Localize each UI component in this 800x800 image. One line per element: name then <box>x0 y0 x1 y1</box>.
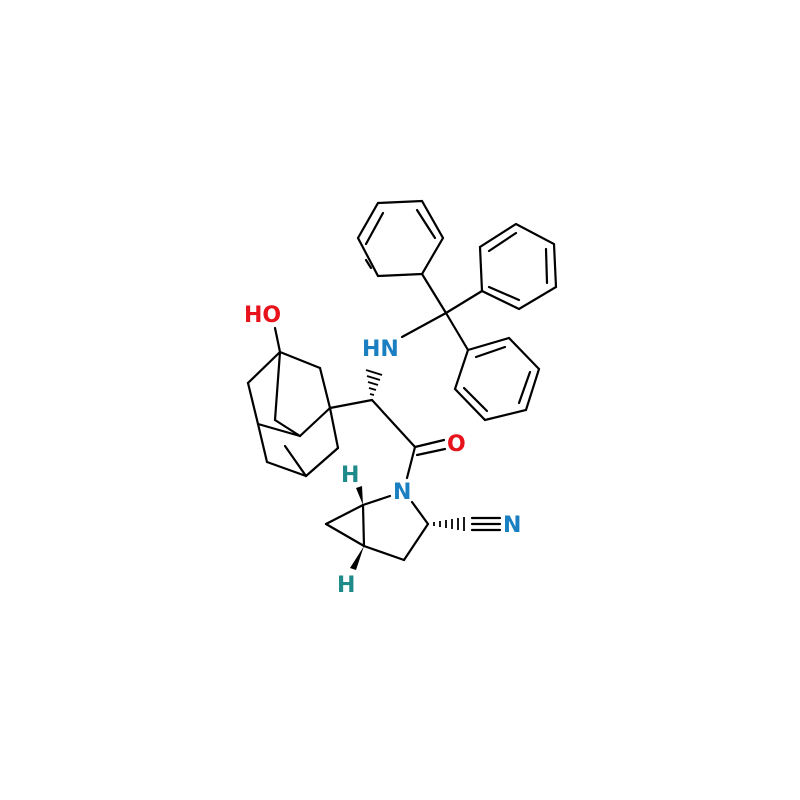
bond <box>298 406 332 438</box>
phenyl-ring-top <box>356 199 445 278</box>
ring-nitrogen-label: N <box>393 480 411 505</box>
bond <box>328 406 340 450</box>
adamantane-cage <box>246 326 374 478</box>
wedge-bond <box>350 546 364 570</box>
hydroxyl-label: HO <box>244 303 281 328</box>
stereo-h-top-label: H <box>341 463 359 488</box>
bond <box>444 289 484 315</box>
bond <box>361 494 392 507</box>
amide-linker <box>365 369 447 480</box>
bond <box>278 350 322 370</box>
trityl-group <box>356 199 558 422</box>
bond <box>256 422 269 464</box>
stereo-h-bottom-label: H <box>337 573 355 598</box>
bond <box>420 272 448 315</box>
bond <box>324 503 365 526</box>
phenyl-ring-bottom <box>453 336 541 422</box>
bond <box>246 381 260 426</box>
bond <box>405 445 417 480</box>
bond <box>402 522 430 562</box>
bond <box>304 446 340 478</box>
bond <box>256 422 302 438</box>
bond <box>273 418 302 438</box>
hashed-wedge-bond <box>365 369 383 396</box>
bond <box>283 444 308 478</box>
hashed-wedge-bond <box>433 517 465 531</box>
bond <box>328 398 374 410</box>
nitrile-nitrogen-label: N <box>503 513 521 538</box>
amine-label: HN <box>362 337 399 362</box>
bond <box>265 460 308 478</box>
phenyl-ring-right <box>478 222 558 311</box>
bond <box>246 350 282 385</box>
bond <box>410 500 430 526</box>
bond <box>444 311 470 352</box>
azabicyclo-ring <box>324 486 502 570</box>
bond <box>273 350 282 422</box>
bond <box>413 438 446 449</box>
bond <box>273 326 282 354</box>
carbonyl-oxygen-label: O <box>447 432 466 457</box>
bond <box>362 544 406 562</box>
wedge-bond <box>356 486 363 505</box>
bond <box>324 522 366 548</box>
bond <box>318 366 332 410</box>
bond <box>370 398 417 449</box>
bond <box>400 311 448 339</box>
bond <box>415 447 447 457</box>
bond <box>361 503 366 548</box>
